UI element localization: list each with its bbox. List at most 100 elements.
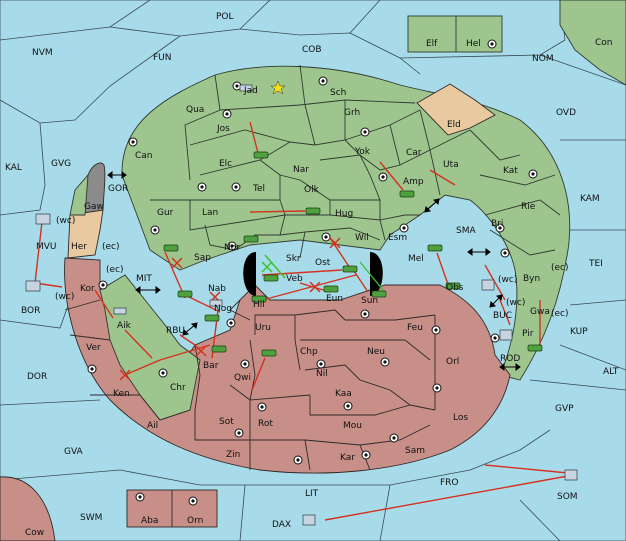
label-hug: Hug <box>335 209 353 219</box>
label-uru: Uru <box>255 323 271 333</box>
label-wil: Wil <box>355 233 369 243</box>
label-sot: Sot <box>219 417 234 427</box>
label-mvu: MVU <box>36 242 57 252</box>
label-ail: Ail <box>147 421 158 431</box>
label-feu: Feu <box>407 323 423 333</box>
label-can: Can <box>135 151 153 161</box>
label-olk: Olk <box>304 185 320 195</box>
label-kal: KAL <box>5 163 22 173</box>
label-car: Car <box>406 148 422 158</box>
label-sch: Sch <box>330 88 346 98</box>
label-qwi: Qwi <box>234 373 251 383</box>
label-zin: Zin <box>226 450 240 460</box>
label-gvp: GVP <box>555 404 574 414</box>
label-lit: LIT <box>305 489 319 499</box>
label-sma: SMA <box>456 226 476 236</box>
label-amp: Amp <box>403 177 424 187</box>
coast-wc-kor: (wc) <box>55 292 74 302</box>
label-hil: Hil <box>253 300 265 310</box>
label-elc: Elc <box>219 159 232 169</box>
label-mel: Mel <box>408 254 424 264</box>
coast-ec-her: (ec) <box>102 242 120 252</box>
label-chp: Chp <box>300 347 318 357</box>
label-los: Los <box>453 413 468 423</box>
label-nor: Nor <box>224 243 240 253</box>
label-gwa: Gwa <box>530 307 550 317</box>
label-sap: Sap <box>194 253 211 263</box>
label-elf: Elf <box>426 39 438 49</box>
coast-ec-kor: (ec) <box>106 265 124 275</box>
label-rod: ROD <box>500 354 520 364</box>
gvg-landstrip <box>69 173 89 216</box>
coast-ec-byn: (ec) <box>551 263 569 273</box>
label-gur: Gur <box>157 208 174 218</box>
label-aba: Aba <box>141 516 158 526</box>
label-nil: Nil <box>316 369 328 379</box>
label-lan: Lan <box>202 208 218 218</box>
label-kam: KAM <box>580 194 600 204</box>
label-nom: NOM <box>532 54 554 64</box>
label-kar: Kar <box>340 453 355 463</box>
label-orl: Orl <box>446 357 459 367</box>
label-pir: Pir <box>522 329 534 339</box>
label-veb: Veb <box>286 274 303 284</box>
label-rot: Rot <box>258 419 273 429</box>
label-orn: Orn <box>187 516 203 526</box>
label-gvg: GVG <box>51 159 71 169</box>
label-dor: DOR <box>27 372 47 382</box>
coast-ec-gwa: (ec) <box>551 309 569 319</box>
label-kup: KUP <box>570 327 588 337</box>
label-grh: Grh <box>344 108 360 118</box>
label-ken: Ken <box>113 389 130 399</box>
label-nog: Nog <box>214 304 232 314</box>
label-kor: Kor <box>80 284 95 294</box>
label-buc: BUC <box>493 311 512 321</box>
coast-wc-mvu: (wc) <box>56 216 75 226</box>
label-gaw: Gaw <box>84 202 104 212</box>
label-alt: ALT <box>603 367 619 377</box>
label-bor: BOR <box>21 306 40 316</box>
label-jad: Jad <box>243 86 258 96</box>
label-con: Con <box>595 38 613 48</box>
label-pol: POL <box>216 12 234 22</box>
cut-marks <box>119 237 341 381</box>
label-fro: FRO <box>440 478 459 488</box>
label-gva: GVA <box>64 447 84 457</box>
label-skr: Skr <box>286 254 301 264</box>
label-nab: Nab <box>208 284 226 294</box>
label-som: SOM <box>557 492 578 502</box>
support-line-2 <box>359 261 384 291</box>
coast-labels: (wc) (ec) (ec) (wc) (wc) (wc) (ec) (ec) <box>55 216 569 319</box>
label-hel: Hel <box>466 39 481 49</box>
land-labels: Elf Hel Con Jad Sch Qua Grh Eld Jos Can … <box>25 38 613 538</box>
label-fun: FUN <box>153 53 172 63</box>
coast-wc-byn: (wc) <box>498 275 517 285</box>
label-eun: Eun <box>326 294 343 304</box>
cut-marks-green <box>261 261 273 273</box>
units <box>25 80 578 526</box>
label-bar: Bar <box>203 361 219 371</box>
label-chr: Chr <box>170 383 186 393</box>
label-neu: Neu <box>367 347 385 357</box>
label-nvm: NVM <box>32 48 53 58</box>
label-yok: Yok <box>354 147 371 157</box>
label-uta: Uta <box>443 160 459 170</box>
label-cob: COB <box>302 45 322 55</box>
supply-centers <box>87 39 538 506</box>
label-ver: Ver <box>86 343 101 353</box>
label-qua: Qua <box>186 105 204 115</box>
label-nar: Nar <box>293 165 309 175</box>
passages <box>107 171 521 371</box>
label-ovd: OVD <box>556 108 576 118</box>
green-landmass <box>121 64 571 381</box>
label-sam: Sam <box>405 446 425 456</box>
north-islands <box>407 0 626 86</box>
label-eld: Eld <box>447 120 461 130</box>
label-dax: DAX <box>272 520 291 530</box>
label-ost: Ost <box>315 258 331 268</box>
label-esm: Esm <box>388 233 407 243</box>
label-gor: GOR <box>108 184 128 194</box>
label-obs: Obs <box>446 283 464 293</box>
label-kat: Kat <box>503 166 518 176</box>
her-province <box>67 209 104 259</box>
